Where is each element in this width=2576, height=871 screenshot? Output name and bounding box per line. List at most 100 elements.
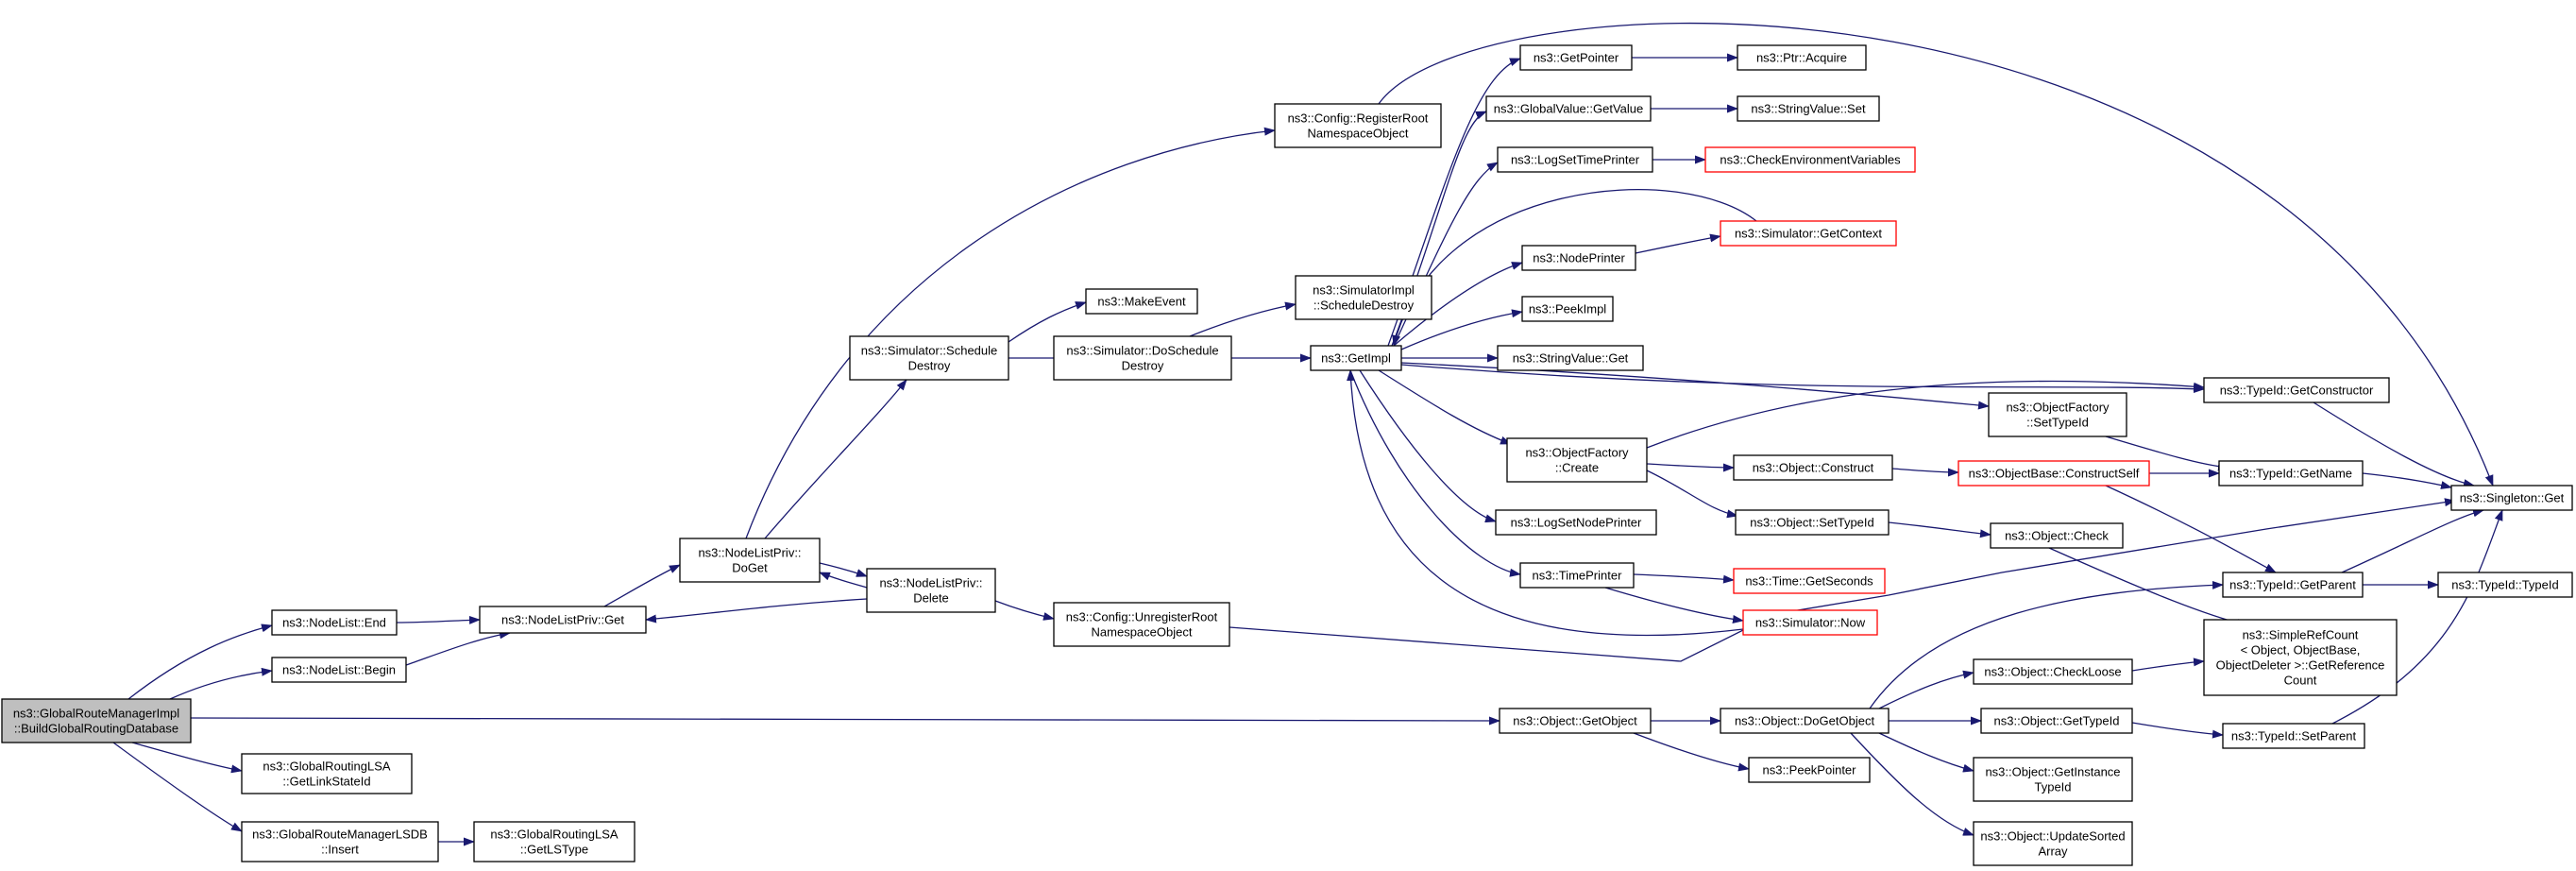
node-of_create[interactable]: ns3::ObjectFactory::Create: [1506, 437, 1648, 483]
node-box-time_getseconds: [1733, 568, 1886, 594]
node-peek_impl[interactable]: ns3::PeekImpl: [1521, 296, 1614, 322]
node-label-srefcount: Count: [2284, 674, 2317, 688]
edge-nlp_delete-to-nlp_get: [645, 598, 868, 623]
node-obj_settypeid[interactable]: ns3::Object::SetTypeId: [1735, 509, 1890, 536]
node-nlp_delete[interactable]: ns3::NodeListPriv::Delete: [866, 568, 996, 613]
node-srefcount[interactable]: ns3::SimpleRefCount< Object, ObjectBase,…: [2203, 619, 2398, 696]
node-tid_getconstructor[interactable]: ns3::TypeId::GetConstructor: [2203, 377, 2390, 403]
node-label-nlp_doget: ns3::NodeListPriv::: [698, 546, 801, 560]
node-box-obj_gettypeid: [1980, 708, 2133, 734]
node-sim_schedule[interactable]: ns3::Simulator::ScheduleDestroy: [849, 335, 1009, 381]
node-box-grlsa_linkstate: [241, 753, 413, 794]
edge-time_printer-to-sim_now: [1604, 587, 1744, 623]
node-tid_setparent[interactable]: ns3::TypeId::SetParent: [2222, 723, 2365, 749]
edge-of_create-to-obj_settypeid: [1646, 470, 1738, 519]
node-obj_checkloose[interactable]: ns3::Object::CheckLoose: [1973, 658, 2133, 685]
node-sv_set[interactable]: ns3::StringValue::Set: [1737, 95, 1880, 122]
node-tid_getparent[interactable]: ns3::TypeId::GetParent: [2222, 572, 2364, 598]
edge-cfg_unregister-to-singleton_get: [1229, 498, 2456, 662]
node-box-peek_impl: [1521, 296, 1614, 322]
node-sv_get[interactable]: ns3::StringValue::Get: [1497, 345, 1644, 371]
node-log_setnode[interactable]: ns3::LogSetNodePrinter: [1495, 509, 1657, 536]
node-obj_construct[interactable]: ns3::Object::Construct: [1733, 454, 1893, 481]
node-obj_getobject[interactable]: ns3::Object::GetObject: [1499, 708, 1652, 734]
node-objbase_constructself[interactable]: ns3::ObjectBase::ConstructSelf: [1957, 460, 2150, 487]
node-node_printer[interactable]: ns3::NodePrinter: [1521, 245, 1636, 271]
node-of_settypeid[interactable]: ns3::ObjectFactory::SetTypeId: [1988, 392, 2127, 437]
node-box-sv_get: [1497, 345, 1644, 371]
edge-nlp_get-to-nlp_doget: [603, 564, 681, 607]
edge-root-to-nl_begin: [169, 667, 273, 700]
node-label-sim_schedule: ns3::Simulator::Schedule: [861, 344, 998, 358]
node-obj_dogetobject[interactable]: ns3::Object::DoGetObject: [1720, 708, 1890, 734]
node-obj_check[interactable]: ns3::Object::Check: [1990, 522, 2124, 549]
node-box-obj_getinstance: [1973, 757, 2133, 802]
node-make_event[interactable]: ns3::MakeEvent: [1085, 288, 1198, 315]
node-grlsa_linkstate[interactable]: ns3::GlobalRoutingLSA::GetLinkStateId: [241, 753, 413, 794]
node-box-sv_set: [1737, 95, 1880, 122]
node-peek_pointer[interactable]: ns3::PeekPointer: [1748, 757, 1871, 783]
edge-root-to-nl_end: [127, 623, 273, 700]
node-label-time_getseconds: ns3::Time::GetSeconds: [1745, 574, 1873, 589]
node-label-tid_setparent: ns3::TypeId::SetParent: [2231, 729, 2357, 743]
node-root[interactable]: ns3::GlobalRouteManagerImpl::BuildGlobal…: [1, 698, 192, 743]
node-label-make_event: ns3::MakeEvent: [1097, 295, 1186, 309]
edge-root-to-obj_getobject: [190, 716, 1500, 726]
node-get_impl[interactable]: ns3::GetImpl: [1310, 345, 1402, 371]
edge-obj_dogetobject-to-obj_getinstance: [1878, 732, 1974, 773]
node-sim_now[interactable]: ns3::Simulator::Now: [1742, 609, 1878, 636]
node-time_getseconds[interactable]: ns3::Time::GetSeconds: [1733, 568, 1886, 594]
node-label-lsdb_insert: ns3::GlobalRouteManagerLSDB: [252, 828, 428, 842]
node-cfg_unregister[interactable]: ns3::Config::UnregisterRootNamespaceObje…: [1053, 602, 1230, 647]
node-gv_getvalue[interactable]: ns3::GlobalValue::GetValue: [1485, 95, 1652, 122]
edges-layer: [112, 23, 2503, 846]
edge-obj_dogetobject-to-tid_getparent: [1869, 580, 2224, 709]
node-box-srefcount: [2203, 619, 2398, 696]
node-box-lsdb_insert: [241, 821, 439, 862]
node-lsdb_insert[interactable]: ns3::GlobalRouteManagerLSDB::Insert: [241, 821, 439, 862]
node-grlsa_lstype[interactable]: ns3::GlobalRoutingLSA::GetLSType: [473, 821, 636, 862]
node-tid_getname[interactable]: ns3::TypeId::GetName: [2218, 460, 2364, 487]
edge-of_create-to-obj_construct: [1646, 463, 1735, 472]
node-nl_end[interactable]: ns3::NodeList::End: [271, 609, 398, 636]
edge-objbase_constructself-to-tid_getparent: [2105, 485, 2277, 573]
node-box-sim_now: [1742, 609, 1878, 636]
edge-obj_dogetobject-to-obj_updatesorted: [1850, 732, 1974, 836]
node-label-obj_getinstance: TypeId: [2034, 780, 2071, 794]
node-obj_gettypeid[interactable]: ns3::Object::GetTypeId: [1980, 708, 2133, 734]
node-singleton_get[interactable]: ns3::Singleton::Get: [2450, 485, 2573, 511]
node-label-obj_gettypeid: ns3::Object::GetTypeId: [1994, 714, 2120, 728]
node-label-sim_getcontext: ns3::Simulator::GetContext: [1735, 227, 1882, 241]
node-box-node_printer: [1521, 245, 1636, 271]
node-label-obj_getobject: ns3::Object::GetObject: [1513, 714, 1637, 728]
node-sim_getcontext[interactable]: ns3::Simulator::GetContext: [1720, 220, 1897, 247]
node-time_printer[interactable]: ns3::TimePrinter: [1519, 562, 1635, 589]
node-box-nlp_doget: [679, 538, 821, 583]
node-get_pointer[interactable]: ns3::GetPointer: [1519, 44, 1633, 71]
node-label-sim_doschedule: Destroy: [1122, 359, 1164, 373]
node-nlp_doget[interactable]: ns3::NodeListPriv::DoGet: [679, 538, 821, 583]
node-box-nlp_get: [479, 606, 647, 634]
node-nl_begin[interactable]: ns3::NodeList::Begin: [271, 657, 407, 683]
edge-obj_construct-to-objbase_constructself: [1891, 468, 1959, 477]
node-label-cfg_unregister: NamespaceObject: [1092, 625, 1193, 640]
node-label-lsdb_insert: ::Insert: [321, 843, 359, 857]
node-nlp_get[interactable]: ns3::NodeListPriv::Get: [479, 606, 647, 634]
node-label-gv_getvalue: ns3::GlobalValue::GetValue: [1494, 102, 1644, 116]
node-ptr_acquire[interactable]: ns3::Ptr::Acquire: [1737, 44, 1867, 71]
node-simimpl_schedule[interactable]: ns3::SimulatorImpl::ScheduleDestroy: [1295, 275, 1432, 320]
node-check_env[interactable]: ns3::CheckEnvironmentVariables: [1704, 146, 1916, 173]
node-label-tid_typeid: ns3::TypeId::TypeId: [2451, 578, 2558, 592]
node-label-srefcount: ObjectDeleter >::GetReference: [2216, 658, 2385, 673]
node-label-nl_begin: ns3::NodeList::Begin: [282, 663, 396, 677]
node-tid_typeid[interactable]: ns3::TypeId::TypeId: [2437, 572, 2573, 598]
node-box-obj_getobject: [1499, 708, 1652, 734]
node-box-obj_check: [1990, 522, 2124, 549]
node-log_settime[interactable]: ns3::LogSetTimePrinter: [1497, 146, 1653, 173]
node-box-sim_schedule: [849, 335, 1009, 381]
node-label-srefcount: < Object, ObjectBase,: [2241, 643, 2361, 658]
